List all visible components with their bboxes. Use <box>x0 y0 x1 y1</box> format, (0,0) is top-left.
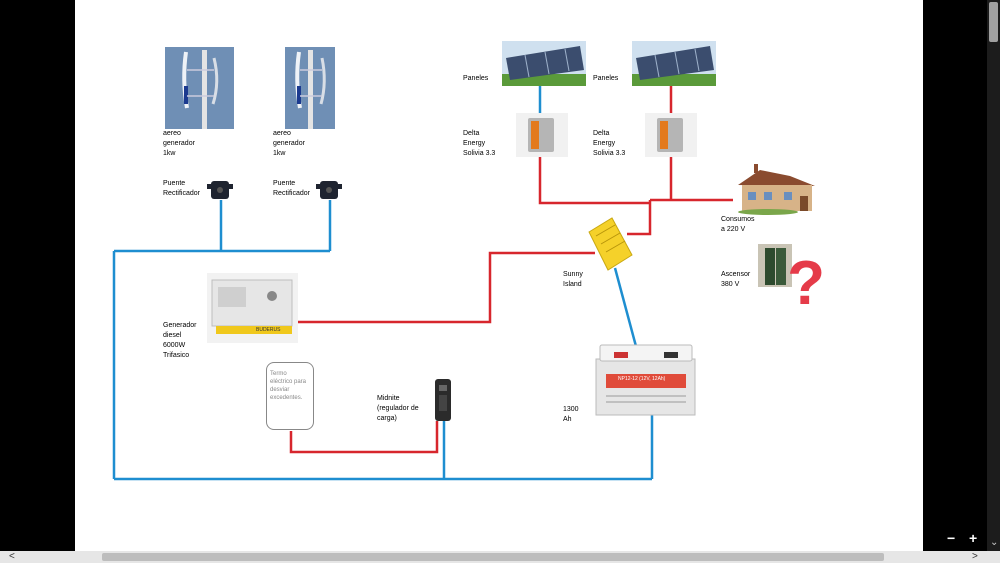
label-midnite: Midnite (regulador de carga) <box>377 395 419 422</box>
dc-wires <box>112 86 654 481</box>
dc-wire-sunny-battery <box>613 267 639 351</box>
battery-model-text: NP12-12 (12V, 12Ah) <box>618 376 666 382</box>
termo-box: Termo eléctrico para desviar excedentes. <box>266 362 314 430</box>
solar-panels-2-icon <box>632 41 716 86</box>
termo-label: Termo eléctrico para desviar excedentes. <box>270 371 307 401</box>
wind-turbine-1-icon <box>165 47 234 129</box>
elevator-icon <box>758 244 792 287</box>
label-rectifier-1: Puente Rectificador <box>163 180 200 197</box>
vertical-scrollbar-thumb[interactable] <box>989 2 998 42</box>
scroll-right-icon[interactable]: > <box>972 551 978 562</box>
house-icon <box>738 164 815 215</box>
solar-panels-1-icon <box>502 41 586 86</box>
inverter-1-icon <box>516 113 568 157</box>
label-panels-1: Paneles <box>463 75 489 82</box>
diesel-generator-icon <box>207 273 298 343</box>
midnite-controller-icon <box>435 379 451 421</box>
rectifier-2-icon <box>316 181 342 199</box>
ac-wires <box>289 86 733 454</box>
left-margin <box>0 0 75 551</box>
ac-wire-inv1 <box>538 157 650 205</box>
horizontal-scrollbar-thumb[interactable] <box>102 553 884 561</box>
label-rectifier-2: Puente Rectificador <box>273 180 310 197</box>
label-inverter-2: Delta Energy Solivia 3.3 <box>593 130 626 157</box>
ac-wire-sunny-up <box>627 200 652 236</box>
label-panels-2: Paneles <box>593 75 619 82</box>
ac-wire-generator <box>297 251 595 324</box>
label-generator: Generador diesel 6000W Trifasico <box>163 322 197 359</box>
battery-icon <box>595 344 696 416</box>
generator-brand-text: BUDERUS <box>256 327 281 333</box>
zoom-in-button[interactable]: + <box>969 530 978 546</box>
zoom-out-button[interactable]: − <box>947 530 956 546</box>
label-ascensor: Ascensor 380 V <box>721 271 751 288</box>
label-battery: 1300 Ah <box>563 406 579 423</box>
scroll-down-icon[interactable]: ⌄ <box>990 537 999 548</box>
label-consumos: Consumos a 220 V <box>721 216 755 233</box>
inverter-2-icon <box>645 113 697 157</box>
question-mark: ? <box>787 249 825 318</box>
rectifier-1-icon <box>207 181 233 199</box>
wind-turbine-2-icon <box>285 47 335 129</box>
ac-wire-termo <box>289 421 439 454</box>
vertical-scrollbar[interactable] <box>987 0 1000 551</box>
label-wind-2: aereo generador 1kw <box>273 130 305 157</box>
label-sunny-island: Sunny Island <box>563 271 583 288</box>
label-inverter-1: Delta Energy Solivia 3.3 <box>463 130 496 157</box>
scroll-left-icon[interactable]: < <box>9 551 15 562</box>
label-wind-1: aereo generador 1kw <box>163 130 195 157</box>
sunny-island-icon <box>588 217 633 271</box>
